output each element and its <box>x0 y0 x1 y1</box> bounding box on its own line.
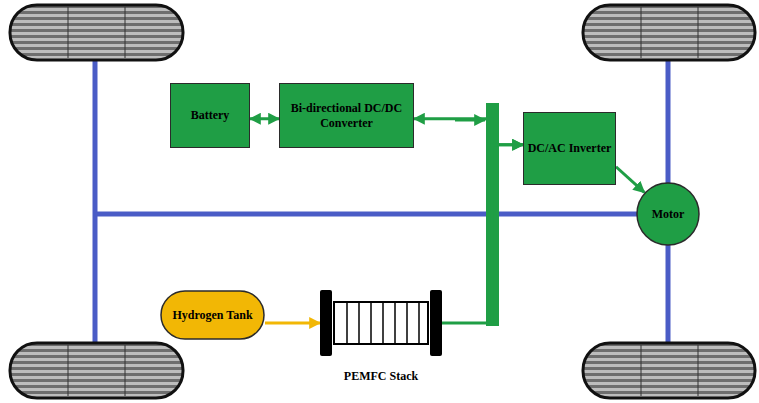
node-label: Motor <box>649 207 688 222</box>
inverter-box: DC/AC Inverter <box>523 112 616 185</box>
battery-box: Battery <box>170 83 250 148</box>
fuel-cell-stack: PEMFC Stack <box>320 290 442 384</box>
hydrogen-tank: Hydrogen Tank <box>160 290 265 340</box>
power-flow-arrow <box>414 119 523 145</box>
power-flow-arrow <box>265 322 320 325</box>
node-label: Bi-directional DC/DC Converter <box>280 101 413 131</box>
node-label: DC/AC Inverter <box>525 141 615 156</box>
converter-box: Bi-directional DC/DC Converter <box>279 83 414 148</box>
node-label: Battery <box>188 108 233 123</box>
node-label: Hydrogen Tank <box>169 308 255 323</box>
power-flow-arrow <box>250 117 279 120</box>
wheel <box>10 5 755 398</box>
axle <box>95 58 668 344</box>
motor-circle: Motor <box>636 182 700 246</box>
power-flow-arrow <box>442 145 523 323</box>
power-flow-arrow <box>616 167 644 193</box>
node-label: PEMFC Stack <box>341 369 421 384</box>
